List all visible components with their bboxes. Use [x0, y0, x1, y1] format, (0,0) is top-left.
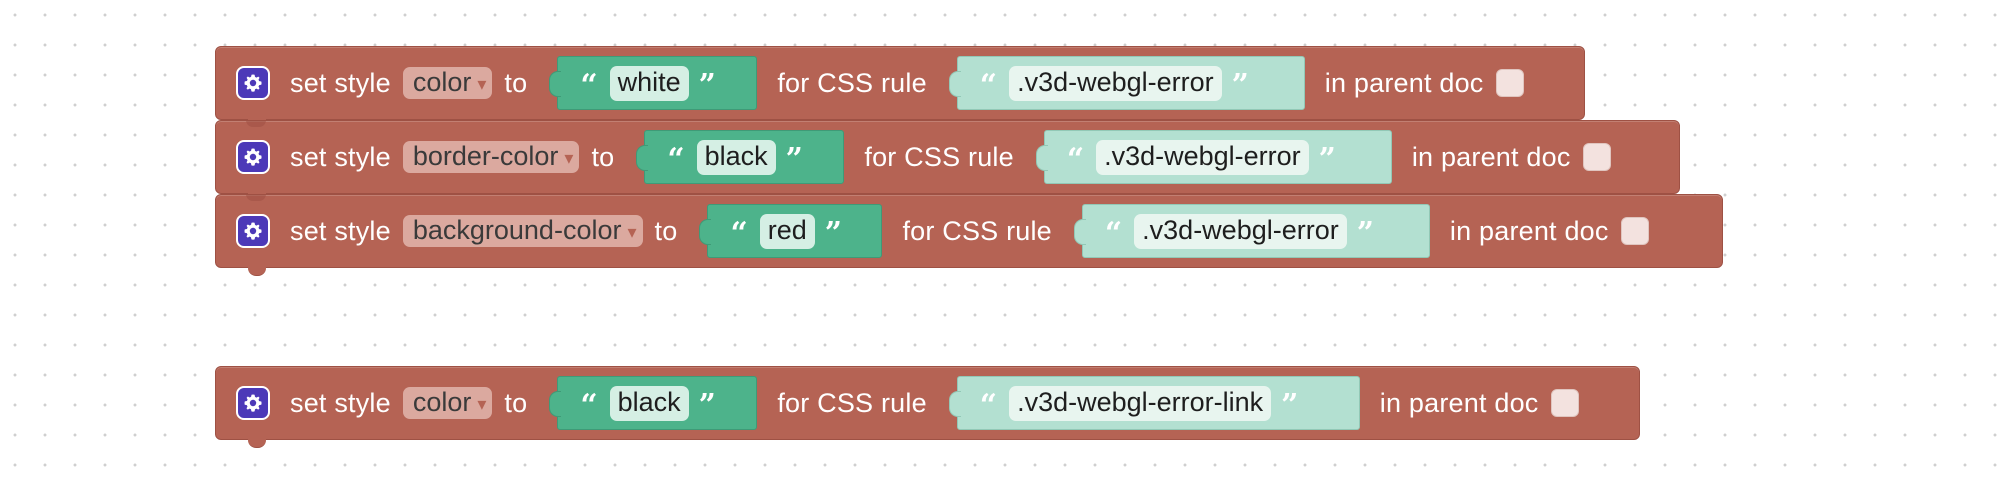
style-property-dropdown[interactable]: color ▾	[402, 387, 493, 419]
style-property-value: background-color	[412, 215, 622, 245]
style-property-value: border-color	[412, 141, 559, 171]
gear-icon[interactable]	[236, 140, 270, 174]
open-quote-icon: “	[979, 68, 998, 103]
set-style-block-color[interactable]: set style color ▾ to “ white ” for CSS r…	[215, 46, 1585, 128]
set-style-block-background-color[interactable]: set style background-color ▾ to “ red ” …	[215, 194, 1723, 276]
close-quote-icon: ”	[1318, 142, 1336, 177]
dropdown-arrow-icon: ▾	[564, 148, 574, 168]
gear-icon-glyph	[244, 394, 262, 412]
value-connector-tab	[636, 145, 649, 171]
style-property-dropdown[interactable]: border-color ▾	[402, 141, 580, 173]
to-label: to	[591, 141, 615, 172]
style-property-dropdown[interactable]: background-color ▾	[402, 215, 643, 247]
set-style-block-link-color[interactable]: set style color ▾ to “ black ” for CSS r…	[215, 366, 1640, 448]
value-connector-tab	[1035, 145, 1048, 171]
style-value-text-block[interactable]: “ black ”	[549, 376, 758, 430]
close-quote-icon: ”	[1231, 68, 1249, 103]
style-value-text-block[interactable]: “ white ”	[549, 56, 758, 110]
in-parent-doc-label: in parent doc	[1324, 67, 1484, 98]
style-property-value: color	[412, 387, 472, 417]
dropdown-arrow-icon: ▾	[477, 74, 487, 94]
close-quote-icon: ”	[698, 68, 716, 103]
style-property-value: color	[412, 67, 472, 97]
value-connector-tab	[549, 71, 562, 97]
open-quote-icon: “	[580, 388, 598, 423]
for-css-rule-label: for CSS rule	[902, 215, 1052, 246]
gear-icon[interactable]	[236, 386, 270, 420]
in-parent-doc-checkbox[interactable]	[1620, 217, 1649, 245]
for-css-rule-label: for CSS rule	[777, 67, 927, 98]
set-style-label: set style	[290, 215, 391, 246]
style-value-field[interactable]: black	[696, 139, 776, 175]
gear-icon[interactable]	[236, 66, 270, 100]
dropdown-arrow-icon: ▾	[627, 222, 637, 242]
value-connector-tab	[948, 391, 961, 417]
css-rule-text-block[interactable]: “ .v3d-webgl-error ”	[948, 56, 1305, 110]
close-quote-icon: ”	[1356, 216, 1374, 251]
css-rule-field[interactable]: .v3d-webgl-error	[1009, 65, 1222, 101]
value-connector-tab	[1073, 219, 1086, 245]
style-value-field[interactable]: white	[609, 65, 689, 101]
dropdown-arrow-icon: ▾	[477, 394, 487, 414]
style-property-dropdown[interactable]: color ▾	[402, 67, 493, 99]
in-parent-doc-label: in parent doc	[1449, 215, 1609, 246]
open-quote-icon: “	[1104, 216, 1123, 251]
close-quote-icon: ”	[785, 142, 803, 177]
value-connector-tab	[699, 219, 712, 245]
gear-icon-glyph	[244, 148, 262, 166]
css-rule-field[interactable]: .v3d-webgl-error	[1134, 213, 1347, 249]
open-quote-icon: “	[979, 388, 998, 423]
css-rule-field[interactable]: .v3d-webgl-error-link	[1009, 385, 1272, 421]
in-parent-doc-label: in parent doc	[1411, 141, 1571, 172]
in-parent-doc-checkbox[interactable]	[1495, 69, 1524, 97]
css-rule-field[interactable]: .v3d-webgl-error	[1096, 139, 1309, 175]
set-style-block-border-color[interactable]: set style border-color ▾ to “ black ” fo…	[215, 120, 1680, 202]
close-quote-icon: ”	[698, 388, 716, 423]
style-value-text-block[interactable]: “ black ”	[636, 130, 845, 184]
in-parent-doc-checkbox[interactable]	[1582, 143, 1611, 171]
style-value-field[interactable]: black	[609, 385, 689, 421]
open-quote-icon: “	[667, 142, 685, 177]
close-quote-icon: ”	[1281, 388, 1299, 423]
css-rule-text-block[interactable]: “ .v3d-webgl-error ”	[1073, 204, 1430, 258]
to-label: to	[504, 67, 528, 98]
open-quote-icon: “	[1066, 142, 1085, 177]
gear-icon-glyph	[244, 74, 262, 92]
gear-icon[interactable]	[236, 214, 270, 248]
css-rule-text-block[interactable]: “ .v3d-webgl-error ”	[1035, 130, 1392, 184]
for-css-rule-label: for CSS rule	[864, 141, 1014, 172]
in-parent-doc-checkbox[interactable]	[1550, 389, 1579, 417]
css-rule-text-block[interactable]: “ .v3d-webgl-error-link ”	[948, 376, 1360, 430]
style-value-field[interactable]: red	[759, 213, 815, 249]
set-style-label: set style	[290, 387, 391, 418]
value-connector-tab	[549, 391, 562, 417]
to-label: to	[654, 215, 678, 246]
open-quote-icon: “	[730, 216, 748, 251]
in-parent-doc-label: in parent doc	[1379, 387, 1539, 418]
close-quote-icon: ”	[824, 216, 842, 251]
open-quote-icon: “	[580, 68, 598, 103]
set-style-label: set style	[290, 67, 391, 98]
gear-icon-glyph	[244, 222, 262, 240]
style-value-text-block[interactable]: “ red ”	[699, 204, 883, 258]
value-connector-tab	[948, 71, 961, 97]
for-css-rule-label: for CSS rule	[777, 387, 927, 418]
set-style-label: set style	[290, 141, 391, 172]
to-label: to	[504, 387, 528, 418]
